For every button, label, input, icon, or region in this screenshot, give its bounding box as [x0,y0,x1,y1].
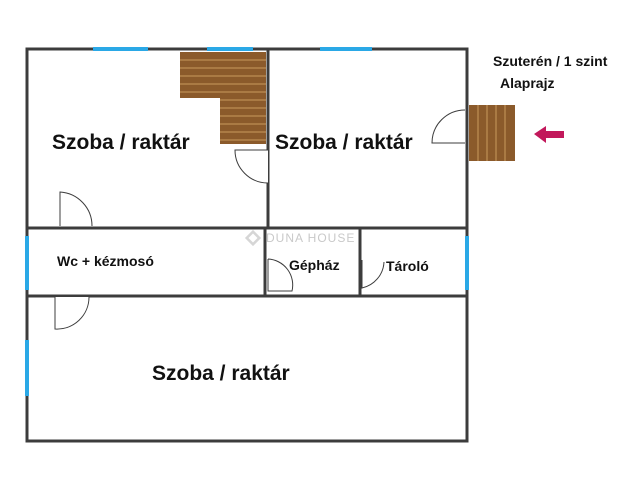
watermark-text: DUNA HOUSE [266,231,356,245]
interior-walls [27,49,467,298]
duna-house-logo-icon [244,229,262,247]
room-label-storage: Tároló [386,258,429,274]
stairs-interior [180,52,266,144]
level-label: Szuterén / 1 szint [493,53,608,69]
room-label-bottom: Szoba / raktár [152,362,290,385]
arrow-left-icon [534,126,564,143]
windows [25,47,469,396]
door-storage-room [361,260,385,289]
door-top-left-room [59,191,93,227]
plan-title: Alaprajz [500,75,555,91]
door-machine-room [267,258,294,292]
room-label-top-left: Szoba / raktár [52,131,190,154]
door-top-center [234,149,269,184]
stairs-exterior [469,105,515,161]
watermark: DUNA HOUSE [244,229,355,247]
room-label-machine: Gépház [289,257,340,273]
doors [54,109,466,330]
room-label-top-right: Szoba / raktár [275,131,413,154]
room-label-wc: Wc + kézmosó [57,253,154,269]
door-bottom-room [54,296,90,330]
door-top-right-room [431,109,466,144]
